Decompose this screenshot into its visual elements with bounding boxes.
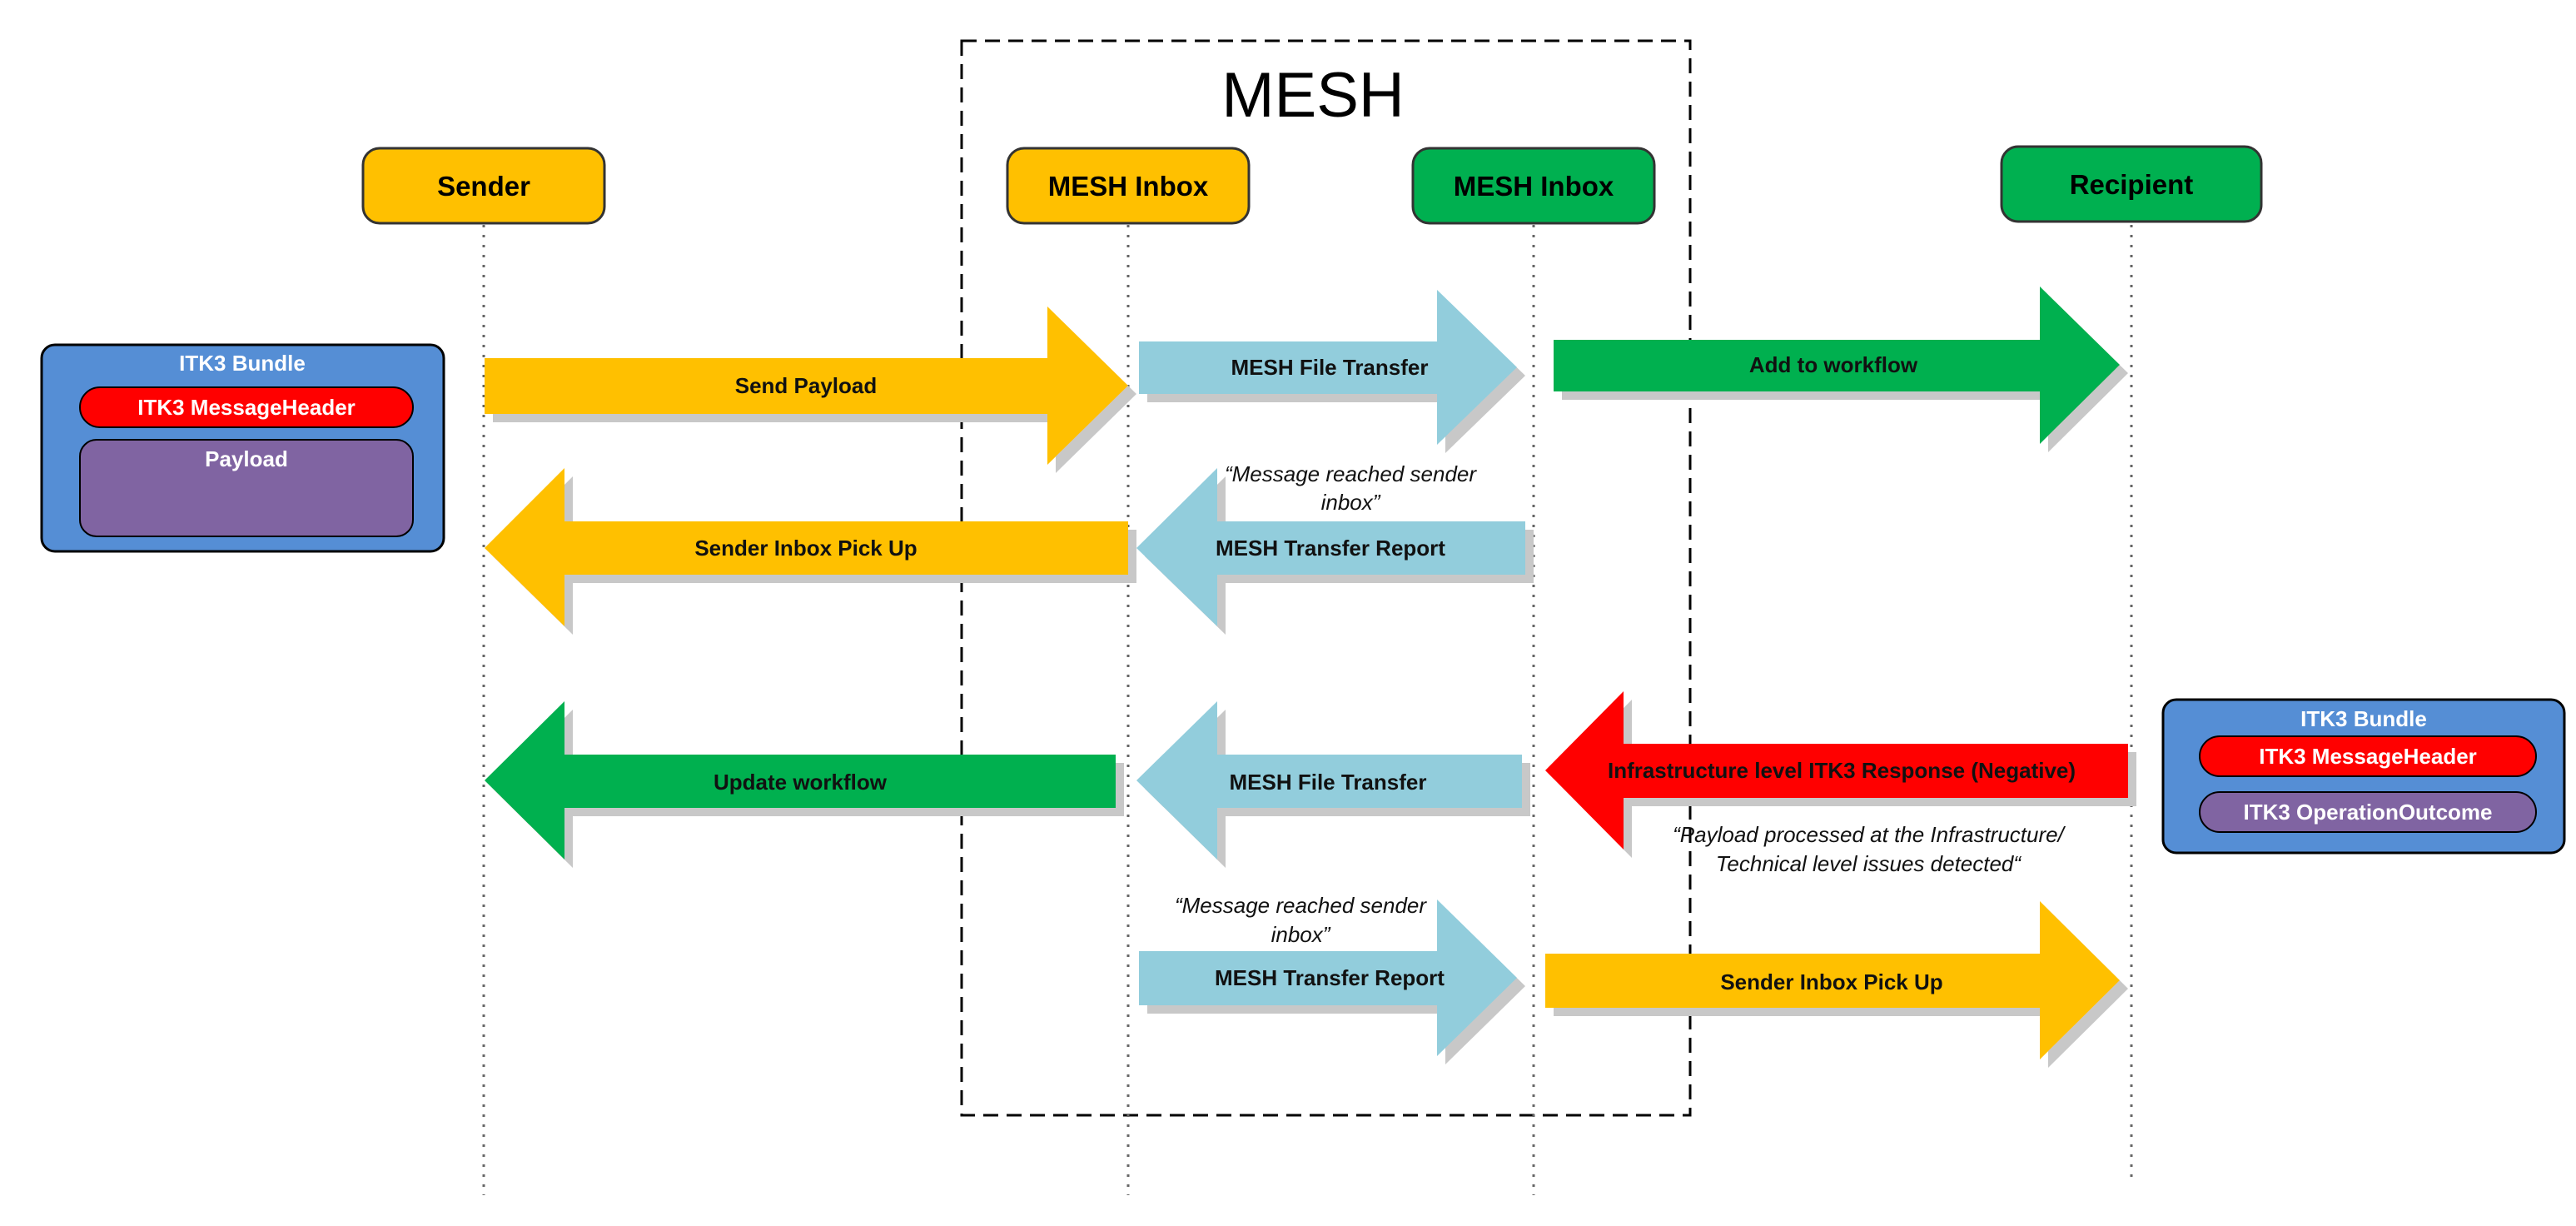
arrow-send-payload: Send Payload bbox=[485, 306, 1128, 465]
note-2-line1: “Payload processed at the Infrastructure… bbox=[1673, 822, 2066, 847]
arrow-sender-inbox-pickup-1-label: Sender Inbox Pick Up bbox=[694, 536, 917, 561]
actor-mesh-inbox-2-label: MESH Inbox bbox=[1454, 171, 1614, 202]
bundle-left-header-label: ITK3 MessageHeader bbox=[137, 395, 356, 420]
actor-mesh-inbox-1: MESH Inbox bbox=[1006, 147, 1251, 225]
arrow-update-workflow-label: Update workflow bbox=[714, 770, 888, 795]
actor-recipient: Recipient bbox=[2000, 145, 2263, 223]
arrow-add-to-workflow: Add to workflow bbox=[1554, 287, 2120, 444]
note-1: “Message reached sender inbox” bbox=[1225, 461, 1477, 515]
arrow-mesh-transfer-report-2: MESH Transfer Report bbox=[1139, 900, 1517, 1056]
bundle-right-outcome-pill bbox=[2199, 791, 2537, 833]
bundle-left-header-pill bbox=[79, 386, 414, 428]
arrow-sender-inbox-pickup-2: Sender Inbox Pick Up bbox=[1545, 901, 2120, 1059]
actor-sender: Sender bbox=[361, 147, 606, 225]
lifelines bbox=[482, 225, 2133, 1195]
mesh-title: MESH bbox=[1221, 60, 1405, 131]
arrow-mesh-transfer-report-2-label: MESH Transfer Report bbox=[1215, 965, 1445, 990]
arrow-mesh-file-transfer-2-label: MESH File Transfer bbox=[1230, 770, 1427, 795]
bundle-left-title: ITK3 Bundle bbox=[179, 351, 306, 376]
arrow-mesh-file-transfer-2: MESH File Transfer bbox=[1136, 701, 1522, 860]
note-3-line1: “Message reached sender bbox=[1175, 893, 1427, 918]
bundle-right: ITK3 Bundle ITK3 MessageHeader ITK3 Oper… bbox=[2161, 698, 2566, 855]
bundle-right-header-pill bbox=[2199, 735, 2537, 777]
arrow-mesh-transfer-report-1-label: MESH Transfer Report bbox=[1216, 536, 1445, 561]
bundle-left: ITK3 Bundle ITK3 MessageHeader Payload bbox=[40, 343, 445, 553]
arrow-sender-inbox-pickup-1: Sender Inbox Pick Up bbox=[485, 468, 1128, 626]
bundle-left-payload-label: Payload bbox=[205, 446, 288, 471]
mesh-boundary bbox=[960, 39, 1692, 1117]
note-2-line2: Technical level issues detected“ bbox=[1716, 851, 2022, 876]
note-3: “Message reached sender inbox” bbox=[1175, 893, 1427, 947]
bundle-right-header-label: ITK3 MessageHeader bbox=[2259, 744, 2477, 769]
arrow-infrastructure-response: Infrastructure level ITK3 Response (Nega… bbox=[1545, 691, 2128, 850]
arrow-mesh-file-transfer-1-label: MESH File Transfer bbox=[1231, 355, 1429, 380]
bundle-left-payload-box bbox=[79, 439, 414, 537]
arrow-send-payload-label: Send Payload bbox=[735, 373, 878, 398]
bundle-right-outcome-label: ITK3 OperationOutcome bbox=[2243, 800, 2492, 825]
arrow-update-workflow: Update workflow bbox=[485, 701, 1116, 860]
actor-recipient-label: Recipient bbox=[2070, 169, 2194, 200]
actor-sender-label: Sender bbox=[437, 171, 530, 202]
actor-mesh-inbox-2: MESH Inbox bbox=[1411, 147, 1656, 225]
note-1-line2: inbox” bbox=[1321, 490, 1381, 515]
note-1-line1: “Message reached sender bbox=[1225, 461, 1477, 486]
arrow-mesh-file-transfer-1: MESH File Transfer bbox=[1139, 290, 1517, 445]
arrow-sender-inbox-pickup-2-label: Sender Inbox Pick Up bbox=[1720, 969, 1942, 994]
bundle-right-title: ITK3 Bundle bbox=[2300, 706, 2427, 731]
actor-mesh-inbox-1-label: MESH Inbox bbox=[1048, 171, 1209, 202]
arrow-mesh-transfer-report-1: MESH Transfer Report bbox=[1136, 468, 1525, 626]
note-2: “Payload processed at the Infrastructure… bbox=[1673, 822, 2066, 876]
arrow-add-to-workflow-label: Add to workflow bbox=[1749, 352, 1918, 377]
note-3-line2: inbox” bbox=[1271, 922, 1331, 947]
arrow-infrastructure-response-label: Infrastructure level ITK3 Response (Nega… bbox=[1608, 758, 2076, 783]
